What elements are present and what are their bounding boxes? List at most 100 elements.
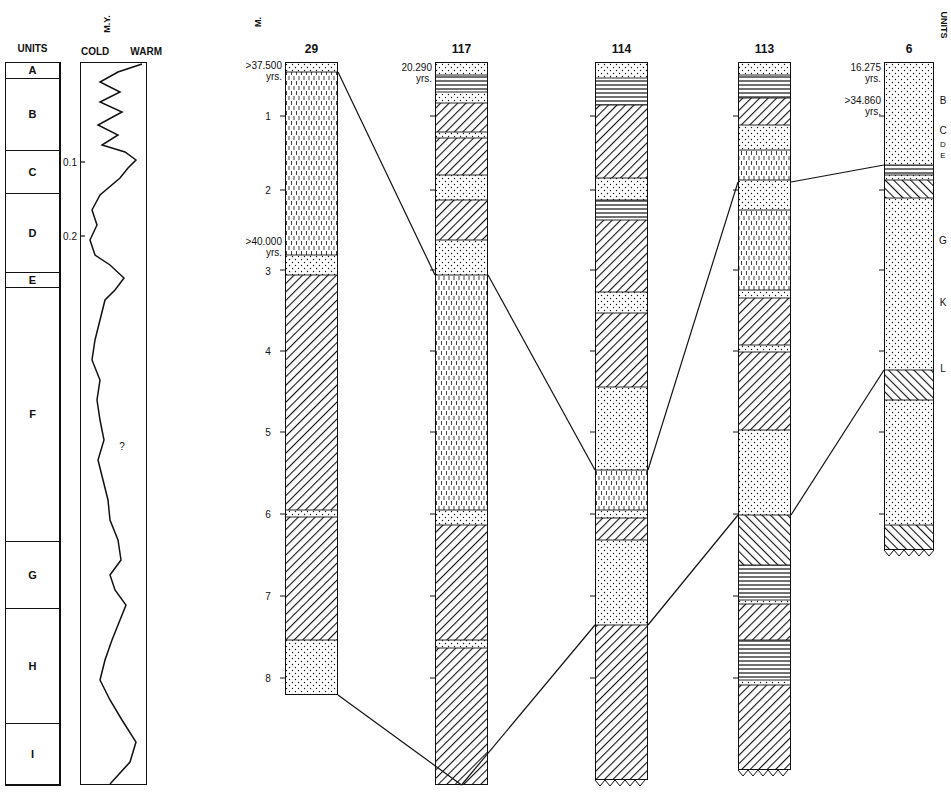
unit-letter: C bbox=[29, 166, 37, 178]
correlation-line bbox=[648, 182, 738, 470]
sediment-layer bbox=[285, 255, 338, 275]
layer-boundary bbox=[435, 240, 488, 241]
core-break bbox=[884, 550, 934, 556]
unit-box: C bbox=[5, 150, 61, 195]
radiocarbon-date: 16.275 yrs. bbox=[835, 62, 881, 84]
sediment-layer bbox=[435, 62, 488, 75]
core-break bbox=[595, 780, 645, 786]
layer-boundary bbox=[595, 178, 648, 179]
sediment-layer bbox=[738, 430, 791, 515]
layer-boundary bbox=[884, 180, 934, 181]
depth-axis-title: M. bbox=[254, 17, 264, 27]
sediment-layer bbox=[595, 470, 648, 510]
layer-boundary bbox=[285, 255, 338, 256]
unit-letter: I bbox=[31, 748, 34, 760]
layer-boundary bbox=[435, 640, 488, 641]
age-unknown: ? bbox=[119, 441, 125, 452]
radiocarbon-date: >34.860 yrs. bbox=[833, 95, 881, 117]
sediment-layer bbox=[884, 175, 934, 180]
sediment-layer bbox=[595, 105, 648, 178]
layer-boundary bbox=[738, 640, 791, 641]
sediment-layer bbox=[738, 290, 791, 298]
core-column: 117 bbox=[435, 62, 488, 785]
sediment-layer bbox=[595, 625, 648, 780]
depth-value: 4 bbox=[265, 346, 271, 357]
layer-boundary bbox=[435, 648, 488, 649]
sediment-layer bbox=[738, 685, 791, 770]
layer-boundary bbox=[738, 352, 791, 353]
sediment-layer bbox=[595, 62, 648, 78]
correlation-line bbox=[791, 370, 884, 515]
sediment-layer bbox=[435, 132, 488, 138]
sediment-layer bbox=[285, 72, 338, 255]
sediment-layer bbox=[738, 345, 791, 352]
sediment-layer bbox=[884, 525, 934, 550]
correlation-line bbox=[462, 625, 596, 785]
unit-letter: D bbox=[940, 141, 946, 150]
sediment-layer bbox=[738, 352, 791, 430]
sediment-layer bbox=[738, 98, 791, 125]
sediment-layer bbox=[884, 370, 934, 400]
sediment-layer bbox=[595, 510, 648, 518]
sediment-layer bbox=[285, 275, 338, 510]
layer-boundary bbox=[738, 125, 791, 126]
layer-boundary bbox=[738, 345, 791, 346]
sediment-layer bbox=[285, 517, 338, 640]
radiocarbon-date: >40.000 yrs. bbox=[234, 236, 282, 258]
unit-box: B bbox=[5, 78, 61, 152]
core-break bbox=[738, 770, 788, 776]
layer-boundary bbox=[595, 200, 648, 201]
sediment-layer bbox=[285, 640, 338, 695]
layer-boundary bbox=[738, 210, 791, 211]
layer-boundary bbox=[595, 220, 648, 221]
sediment-layer bbox=[738, 680, 791, 685]
layer-boundary bbox=[435, 92, 488, 93]
unit-box: F bbox=[5, 287, 61, 543]
sediment-layer bbox=[435, 240, 488, 275]
sediment-layer bbox=[738, 210, 791, 290]
layer-boundary bbox=[435, 525, 488, 526]
sediment-layer bbox=[884, 180, 934, 198]
core-column: 29 bbox=[285, 62, 338, 695]
layer-boundary bbox=[435, 200, 488, 201]
depth-value: 6 bbox=[265, 509, 271, 520]
layer-boundary bbox=[884, 525, 934, 526]
core-number: 114 bbox=[612, 43, 631, 56]
layer-boundary bbox=[435, 75, 488, 76]
cold-heading: COLD bbox=[81, 46, 109, 57]
layer-boundary bbox=[435, 275, 488, 276]
sediment-layer bbox=[884, 165, 934, 175]
core-number: 113 bbox=[755, 43, 774, 56]
unit-letter: B bbox=[29, 108, 37, 120]
unit-letter: K bbox=[940, 297, 947, 308]
sediment-layer bbox=[738, 62, 791, 75]
radiocarbon-date: >37.500 yrs. bbox=[234, 60, 282, 82]
layer-boundary bbox=[435, 510, 488, 511]
sediment-layer bbox=[595, 200, 648, 220]
sediment-layer bbox=[595, 78, 648, 105]
layer-boundary bbox=[738, 600, 791, 601]
radiocarbon-date: 20.290 yrs. bbox=[386, 62, 432, 84]
unit-letter: E bbox=[29, 274, 36, 286]
unit-letter: G bbox=[28, 569, 37, 581]
layer-boundary bbox=[595, 470, 648, 471]
unit-box: H bbox=[5, 608, 61, 725]
age-value: 0.1 bbox=[63, 157, 77, 168]
climate-panel: COLDWARM bbox=[80, 62, 147, 785]
sediment-layer bbox=[738, 75, 791, 98]
unit-letter: H bbox=[29, 660, 37, 672]
sediment-layer bbox=[738, 600, 791, 604]
layer-boundary bbox=[738, 75, 791, 76]
layer-boundary bbox=[738, 685, 791, 686]
sediment-layer bbox=[738, 125, 791, 150]
sediment-layer bbox=[738, 640, 791, 680]
unit-letter: D bbox=[29, 227, 37, 239]
unit-box: D bbox=[5, 193, 61, 274]
layer-boundary bbox=[884, 400, 934, 401]
layer-boundary bbox=[738, 290, 791, 291]
sediment-layer bbox=[595, 540, 648, 625]
sediment-layer bbox=[435, 648, 488, 785]
unit-box: I bbox=[5, 723, 61, 787]
